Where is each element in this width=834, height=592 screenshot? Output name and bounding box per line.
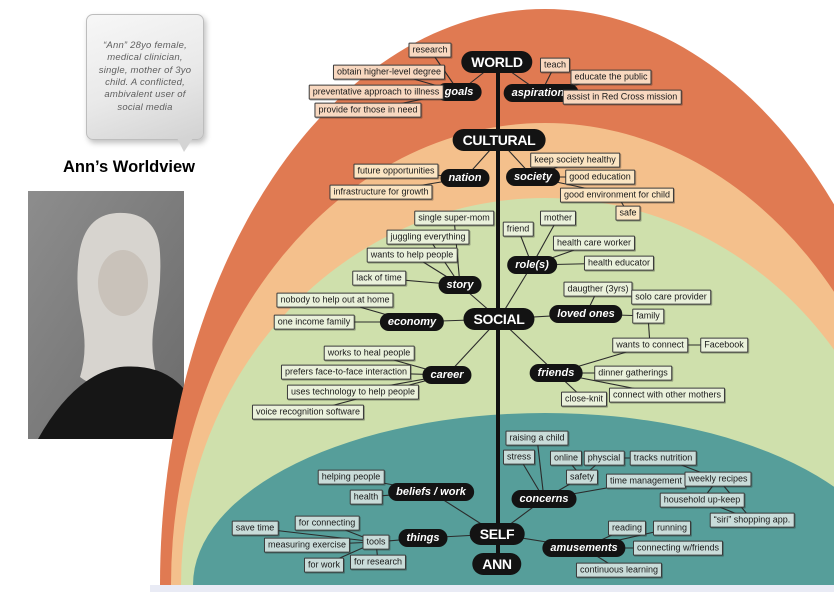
edge-concerns-raising_child	[536, 437, 545, 500]
note-tail	[177, 138, 193, 152]
portrait-photo-image	[28, 191, 184, 439]
page-title: Ann’s Worldview	[62, 158, 196, 176]
persona-note-text: “Ann” 28yo female, medical clinician, si…	[98, 39, 192, 113]
persona-note: “Ann” 28yo female, medical clinician, si…	[86, 14, 204, 152]
bottom-strip	[150, 585, 834, 592]
portrait-photo	[28, 191, 184, 439]
